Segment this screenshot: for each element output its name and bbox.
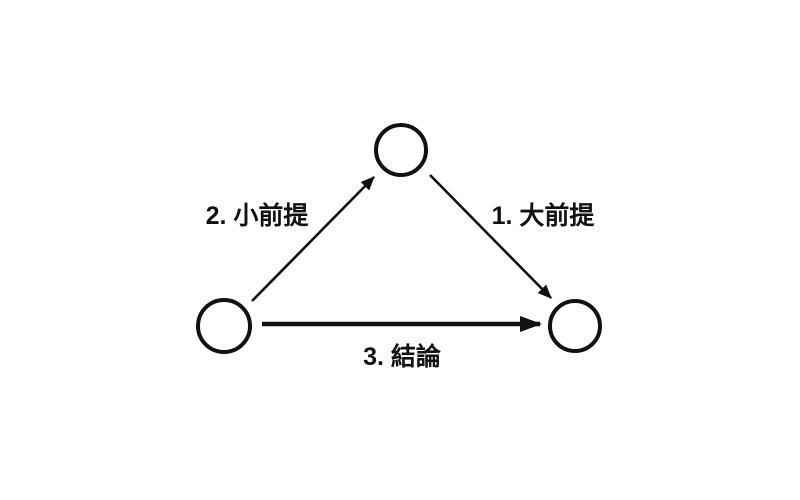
arrow-minor-premise <box>251 176 375 302</box>
label-conclusion: 3. 結論 <box>363 342 442 371</box>
label-major-premise: 1. 大前提 <box>492 201 596 230</box>
node-bottom-left <box>196 298 252 354</box>
node-top <box>374 123 428 177</box>
arrow-major-premise <box>429 174 552 299</box>
label-minor-premise: 2. 小前提 <box>206 201 310 230</box>
node-bottom-right <box>548 299 602 353</box>
